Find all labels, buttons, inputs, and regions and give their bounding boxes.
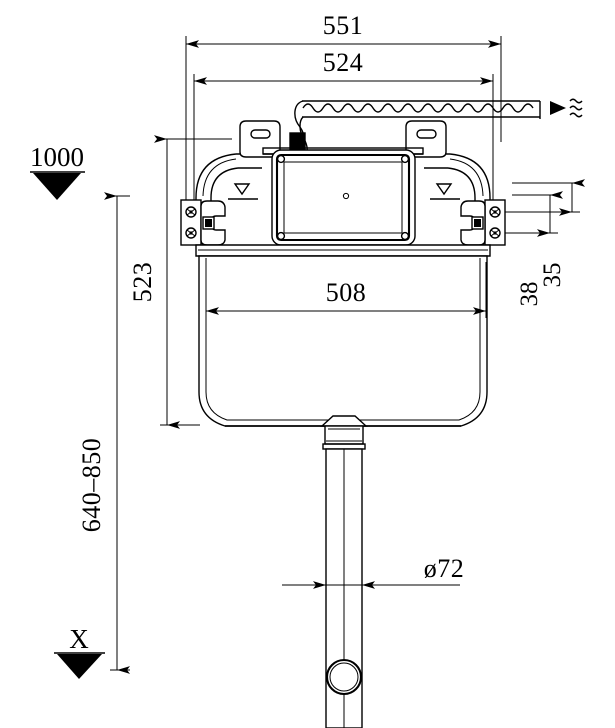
dimension-35: 35	[505, 179, 585, 288]
dimension-diameter-72: ø72	[282, 554, 465, 589]
dimension-524: 524	[193, 48, 494, 245]
dimension-523-label: 523	[128, 262, 157, 303]
dimension-640-850-label: 640–850	[77, 438, 106, 533]
dimension-38-label: 38	[516, 282, 543, 307]
dimension-524-label: 524	[323, 48, 364, 77]
dimension-551-label: 551	[323, 11, 364, 40]
outlet-pipe	[325, 448, 363, 728]
dimension-508-label: 508	[326, 278, 367, 307]
dimension-551: 551	[185, 11, 502, 245]
dimension-diameter-72-label: ø72	[424, 554, 465, 583]
level-marker-1000: 1000	[30, 142, 85, 200]
level-marker-1000-label: 1000	[30, 142, 84, 172]
right-level-tick	[430, 183, 460, 200]
water-supply-line	[289, 100, 541, 155]
cistern-body	[195, 244, 491, 427]
centre-mark-icon	[342, 192, 350, 200]
level-marker-x: X	[54, 624, 105, 679]
level-marker-x-label: X	[69, 624, 89, 654]
dimension-640-850: 640–850	[77, 192, 130, 674]
left-top-tab	[239, 120, 281, 158]
dimension-508: 508	[205, 262, 487, 318]
dimension-523: 523	[128, 135, 232, 429]
right-mounting-bracket	[460, 199, 506, 246]
water-supply-icon	[550, 98, 583, 118]
dimension-35-label: 35	[539, 263, 566, 288]
inspection-opening	[271, 149, 416, 246]
dimension-38: 38	[505, 191, 563, 307]
left-mounting-bracket	[180, 199, 226, 246]
level-marker-1000-triangle	[33, 173, 81, 200]
left-level-tick	[228, 183, 258, 200]
pipe-port-ring	[325, 658, 363, 696]
level-marker-x-triangle	[57, 654, 102, 679]
outlet-collar	[320, 415, 368, 450]
